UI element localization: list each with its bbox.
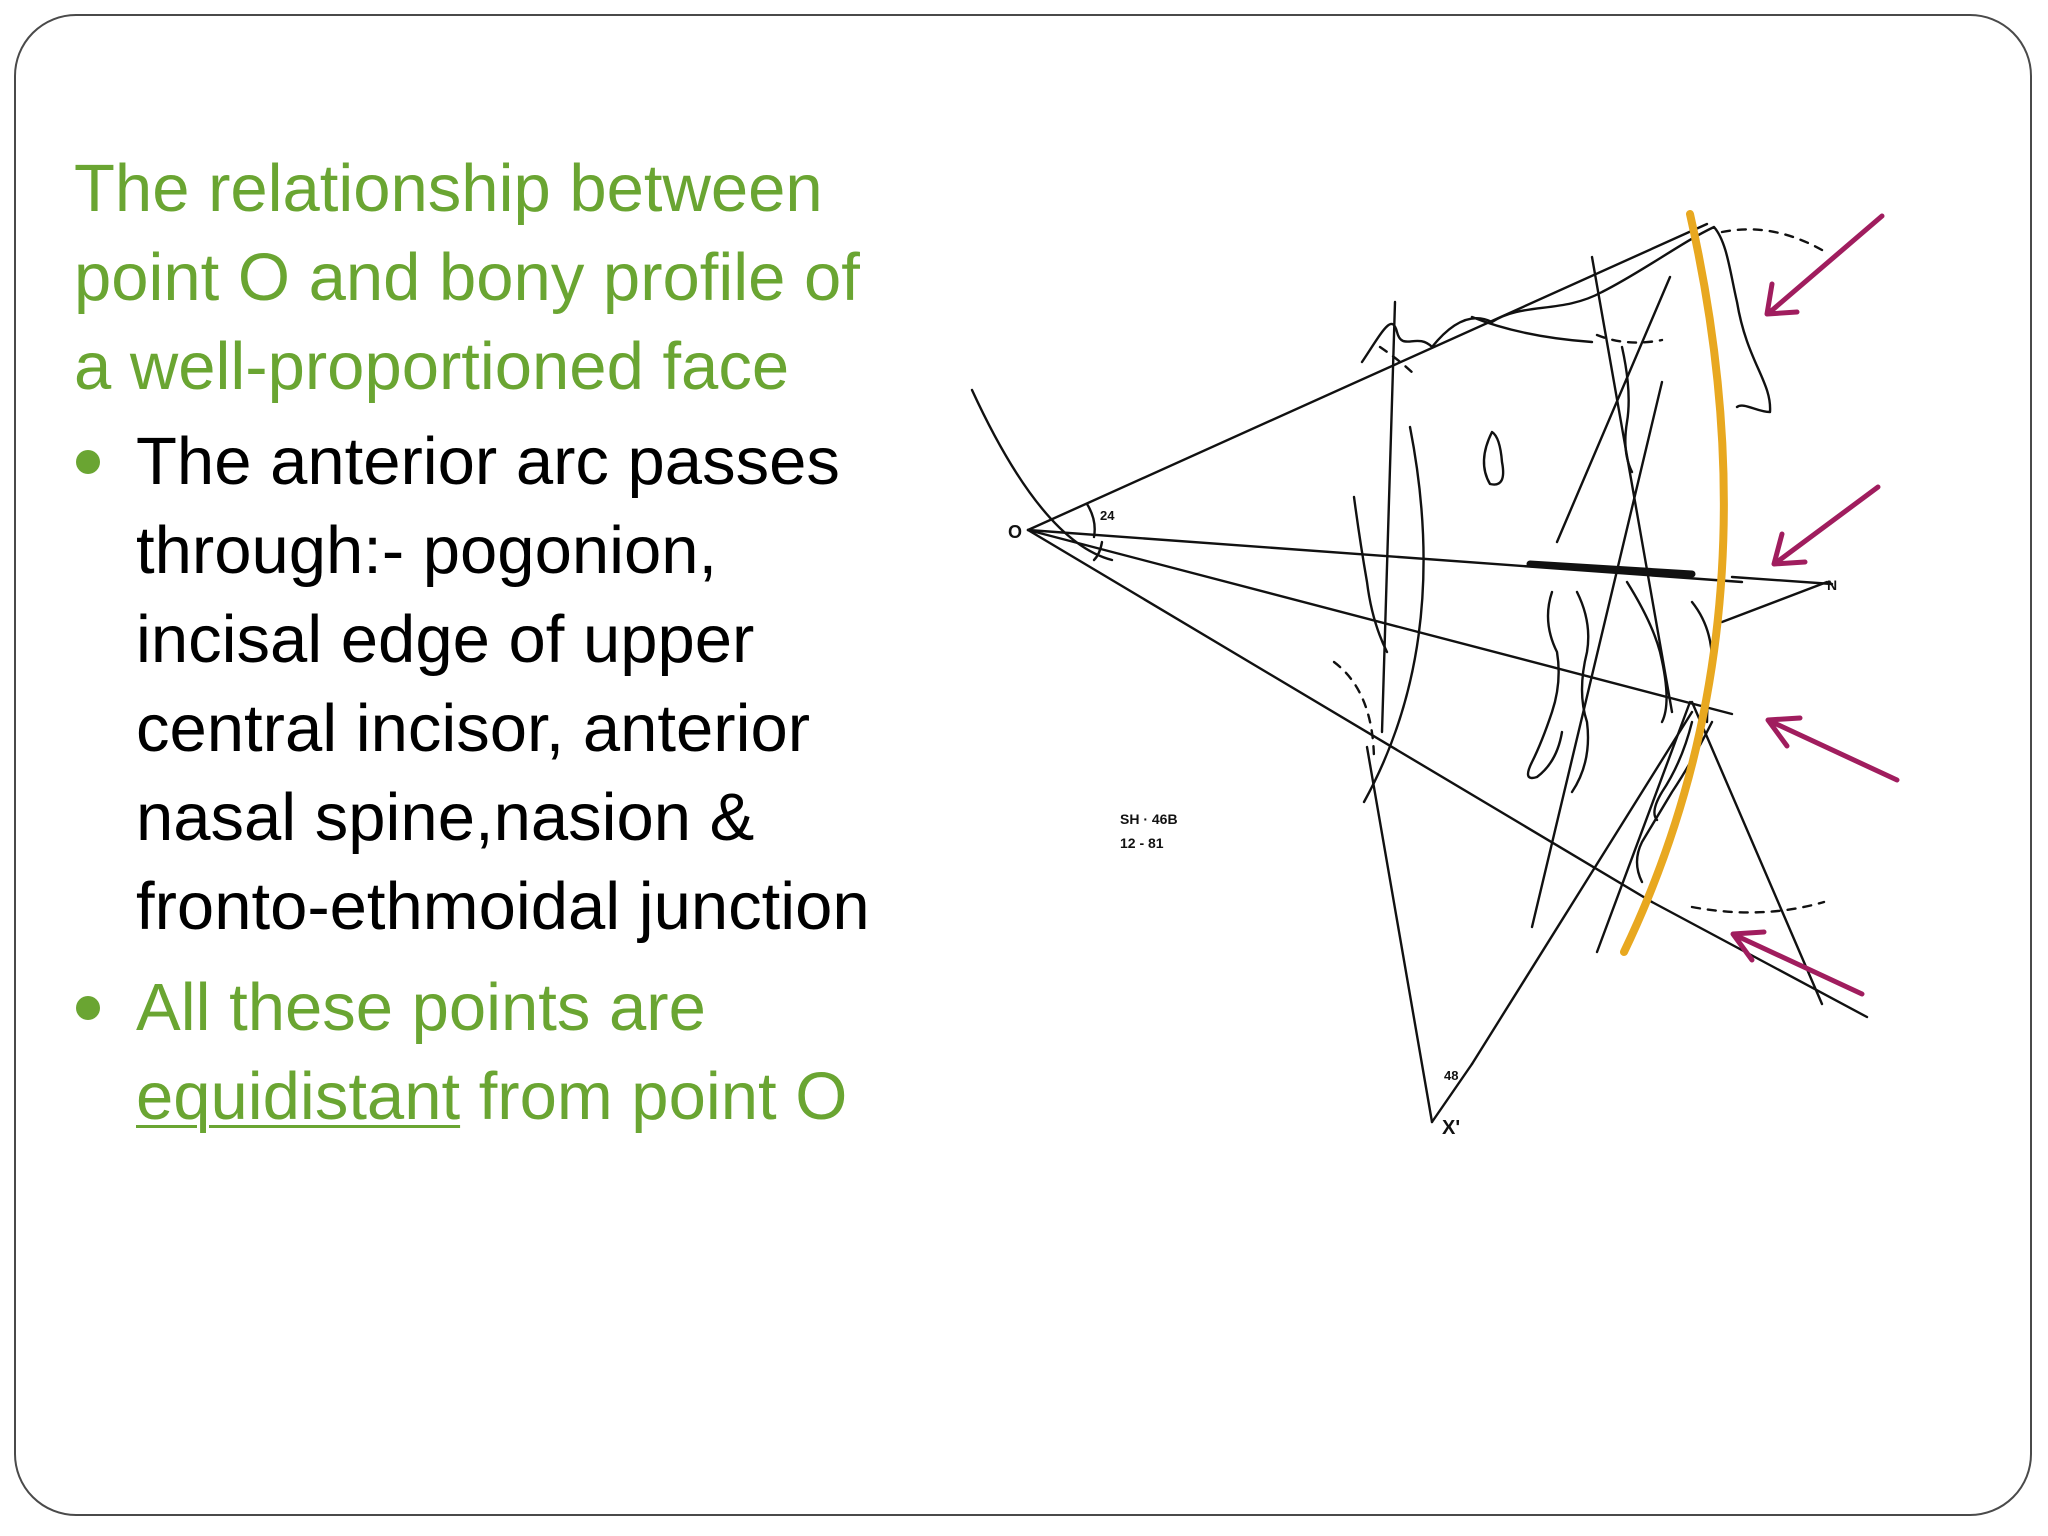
ray-lower-ext — [1650, 900, 1869, 1019]
ray-upper — [1026, 222, 1709, 532]
bullet-dot-icon — [76, 450, 100, 474]
arrow-icon — [1765, 715, 1900, 783]
pterygoid-contour — [1352, 495, 1389, 654]
line-x-upper — [1470, 710, 1694, 1066]
palate-contour — [1625, 580, 1668, 724]
line-to-x — [1365, 745, 1434, 1124]
lower-dashed — [1690, 900, 1826, 914]
arrow-icon — [1730, 929, 1865, 997]
diag-line-f — [1720, 580, 1829, 624]
molar-tooth — [1526, 590, 1564, 780]
diag-line-b — [1595, 700, 1692, 954]
orbit-shape — [1482, 430, 1505, 486]
skull-inner — [1470, 315, 1594, 344]
n-line — [1730, 575, 1834, 586]
diag-line-c — [1590, 255, 1674, 714]
text-column: The relationship between point O and bon… — [74, 144, 894, 1153]
middle-arc-dashed — [1332, 660, 1376, 764]
diag-line-a — [1530, 380, 1664, 929]
middle-arc — [1362, 425, 1425, 804]
vertical-line — [1380, 300, 1397, 734]
diag-line-d — [1555, 275, 1672, 544]
point-n-label: N — [1827, 577, 1837, 593]
palatal-bar — [1526, 560, 1696, 578]
ray-lower — [1026, 528, 1654, 904]
upper-dashed-a — [1378, 345, 1419, 379]
arrow-icon — [1764, 213, 1885, 317]
slide: The relationship between point O and bon… — [14, 14, 2032, 1516]
point-o-label: O — [1008, 522, 1022, 542]
bullet-list: The anterior arc passes through:- pogoni… — [74, 417, 894, 1141]
annotation-2: 12 - 81 — [1120, 835, 1164, 851]
bullet-anterior-arc: The anterior arc passes through:- pogoni… — [74, 417, 894, 951]
angle-label-top: 24 — [1100, 508, 1115, 523]
ray-middle — [1026, 528, 1734, 716]
skull-outline — [1360, 225, 1772, 414]
cephalometric-diagram: O N X' SH · 46B 12 - 81 24 48 — [970, 210, 1900, 1139]
arrow-icon — [1771, 484, 1881, 567]
bullet-equidistant-after: from point O — [460, 1059, 848, 1134]
ray-nasion — [1026, 528, 1744, 584]
equidistant-emphasis: equidistant — [136, 1059, 461, 1134]
upper-dashed-b — [1720, 228, 1824, 252]
annotation-1: SH · 46B — [1120, 811, 1178, 827]
posterior-arc — [970, 388, 1114, 562]
angle-arc-b — [1092, 540, 1104, 562]
angle-arc-a — [1085, 502, 1096, 539]
molar-tooth-2 — [1570, 590, 1590, 794]
anterior-arc — [1620, 210, 1728, 956]
diag-line-e — [1690, 700, 1824, 1006]
nasal-contour — [1620, 345, 1634, 474]
angle-label-bottom: 48 — [1444, 1068, 1458, 1083]
bullet-dot-icon — [76, 996, 100, 1020]
mid-dashed — [1595, 333, 1664, 344]
x-arm — [1430, 1062, 1474, 1124]
bullet-equidistant-before: All these points are — [136, 970, 706, 1045]
point-x-label: X' — [1442, 1117, 1460, 1139]
bullet-equidistant: All these points are equidistant from po… — [74, 963, 894, 1141]
bullet-anterior-arc-text: The anterior arc passes through:- pogoni… — [136, 424, 870, 944]
slide-title: The relationship between point O and bon… — [74, 151, 860, 404]
incisor-tooth — [1653, 720, 1694, 822]
